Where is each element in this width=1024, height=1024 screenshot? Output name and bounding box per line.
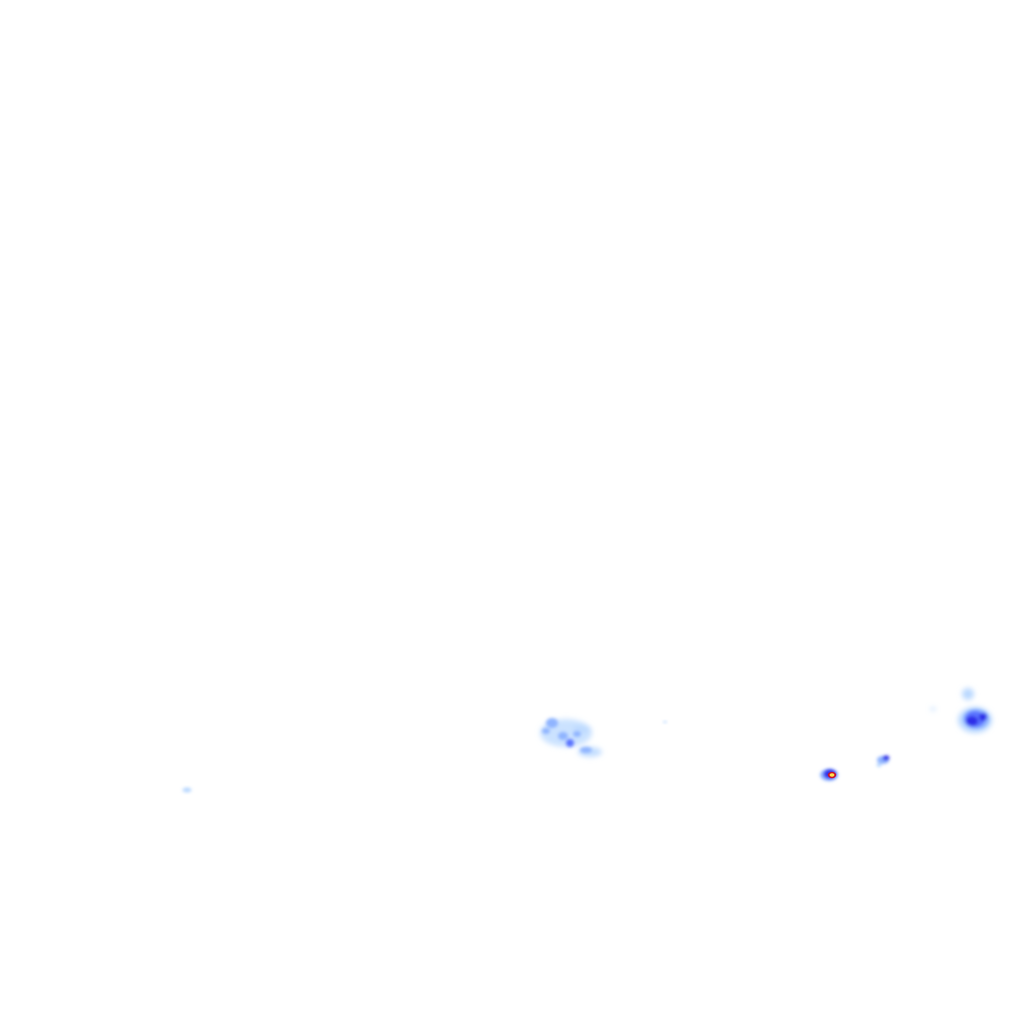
radar-echo-cluster-east (930, 688, 992, 733)
radar-echo-cluster-central (540, 718, 602, 757)
radar-echo-west (182, 787, 192, 793)
radar-echo-small-cell (876, 755, 890, 767)
radar-echo-intense-cell (820, 769, 838, 781)
radar-echo-speck (663, 720, 667, 724)
